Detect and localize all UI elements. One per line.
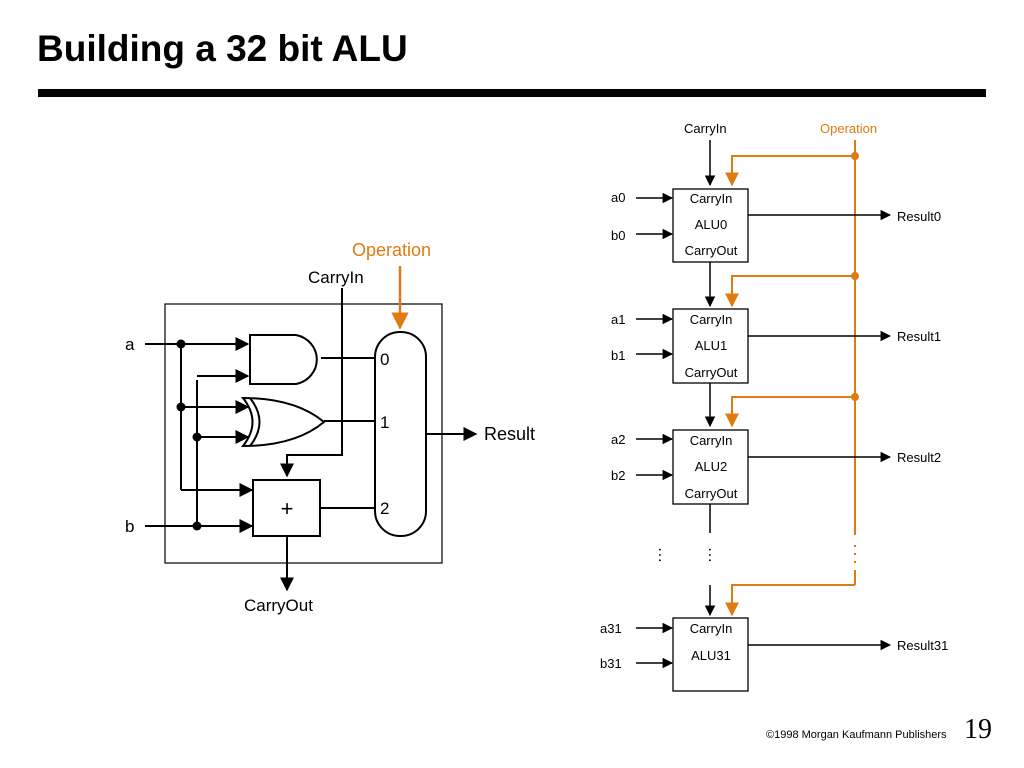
stage-result: Result2: [897, 450, 941, 465]
title-rule: [38, 89, 986, 97]
multiplexer: [374, 331, 427, 537]
alu-wires: [145, 288, 478, 592]
one-bit-alu: Operation CarryIn a b: [125, 240, 535, 615]
stage-carry-in: CarryIn: [690, 621, 733, 636]
carry-out-label: CarryOut: [244, 596, 313, 615]
stage-input-a: a2: [611, 432, 625, 447]
stage-input-a: a1: [611, 312, 625, 327]
page-number: 19: [964, 714, 992, 745]
stage-input-a: a0: [611, 190, 625, 205]
mux-input-0: 0: [380, 350, 389, 369]
ripple-carry-in-label: CarryIn: [684, 121, 727, 136]
stage-carry-out: CarryOut: [685, 365, 738, 380]
input-b-label: b: [125, 517, 134, 536]
mux-input-2: 2: [380, 499, 389, 518]
slide-title: Building a 32 bit ALU: [37, 28, 408, 69]
carry-chain-ellipsis: ···: [702, 547, 719, 563]
stage-result: Result0: [897, 209, 941, 224]
stage-input-b: b1: [611, 348, 625, 363]
wire-junctions: [176, 339, 202, 531]
stage-carry-out: CarryOut: [685, 243, 738, 258]
stage-input-b: b2: [611, 468, 625, 483]
operation-bus: [725, 140, 856, 617]
alu-stage-0: CarryIn ALU0 CarryOut a0 b0 Result0: [611, 188, 941, 263]
footer-copyright: ©1998 Morgan Kaufmann Publishers: [766, 729, 947, 741]
carry-in-label: CarryIn: [308, 268, 364, 287]
operation-bus-junctions: [851, 152, 859, 401]
stage-input-b: b0: [611, 228, 625, 243]
alu-stage-31: CarryIn ALU31 a31 b31 Result31: [600, 617, 948, 692]
result-label: Result: [484, 424, 535, 444]
stage-result: Result31: [897, 638, 948, 653]
stage-name: ALU0: [695, 217, 728, 232]
stage-name: ALU2: [695, 459, 728, 474]
or-gate-back-curve: [249, 397, 261, 447]
stage-result: Result1: [897, 329, 941, 344]
stage-name: ALU31: [691, 648, 731, 663]
stage-carry-in: CarryIn: [690, 433, 733, 448]
stage-carry-in: CarryIn: [690, 312, 733, 327]
stage-carry-in: CarryIn: [690, 191, 733, 206]
ripple-carry-alu: CarryIn Operation ··· ···: [600, 121, 948, 692]
stage-input-a: a31: [600, 621, 622, 636]
stage-input-b: b31: [600, 656, 622, 671]
alu-stage-2: CarryIn ALU2 CarryOut a2 b2 Result2: [611, 429, 941, 505]
alu-stage-1: CarryIn ALU1 CarryOut a1 b1 Result1: [611, 308, 941, 384]
operation-label: Operation: [352, 240, 431, 260]
stage-name: ALU1: [695, 338, 728, 353]
stage-carry-out: CarryOut: [685, 486, 738, 501]
and-gate: [249, 334, 318, 385]
or-gate: [240, 396, 326, 448]
input-a-label: a: [125, 335, 135, 354]
ripple-operation-label: Operation: [820, 121, 877, 136]
mux-input-1: 1: [380, 413, 389, 432]
input-ellipsis: ···: [652, 547, 669, 563]
adder-symbol: +: [281, 496, 294, 521]
adder-box: [252, 479, 321, 537]
